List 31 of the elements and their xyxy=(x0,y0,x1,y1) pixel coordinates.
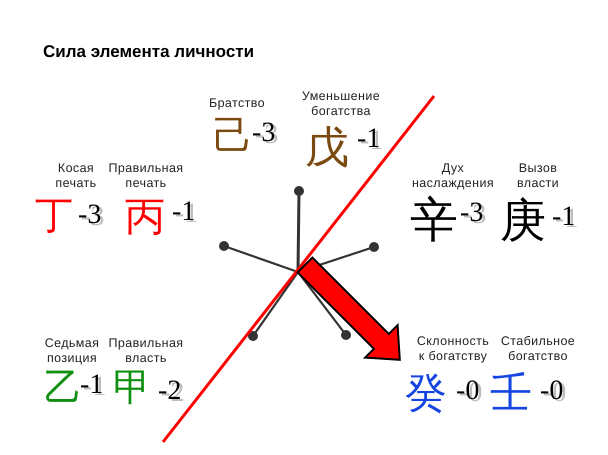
chinese-character: 壬 xyxy=(490,373,532,415)
title: Сила элемента личности xyxy=(43,42,254,62)
strength-number: -1 xyxy=(172,198,196,226)
chinese-character: 癸 xyxy=(405,373,447,415)
strength-number: -3 xyxy=(252,119,276,147)
chinese-character: 丙 xyxy=(125,197,165,237)
description-label: Стабильное богатство xyxy=(500,334,576,364)
description-label: Братство xyxy=(208,96,266,111)
description-label: Уменьшение богатства xyxy=(302,89,380,119)
description-label: Вызов власти xyxy=(517,161,559,191)
chinese-character: 乙 xyxy=(44,369,82,407)
chinese-character: 庚 xyxy=(500,198,546,244)
strength-number: -2 xyxy=(158,377,182,405)
strength-number: -0 xyxy=(540,377,564,405)
description-label: Седьмая позиция xyxy=(44,336,100,366)
strength-number: -1 xyxy=(357,125,380,153)
chinese-character: 己 xyxy=(213,116,253,156)
strength-number: -0 xyxy=(456,377,480,405)
description-label: Правильная печать xyxy=(108,161,184,191)
chinese-character: 戊 xyxy=(305,126,349,170)
description-label: Правильная власть xyxy=(108,336,184,366)
chinese-character: 甲 xyxy=(113,369,151,407)
description-label: Склонность к богатству xyxy=(416,334,490,364)
strength-number: -1 xyxy=(552,203,576,231)
strength-number: -3 xyxy=(460,199,484,227)
description-label: Дух наслаждения xyxy=(412,161,494,191)
chinese-character: 丁 xyxy=(35,197,73,235)
description-label: Косая печать xyxy=(55,161,97,191)
strength-number: -3 xyxy=(78,201,102,229)
strength-number: -1 xyxy=(80,371,104,399)
chinese-character: 辛 xyxy=(410,197,458,245)
